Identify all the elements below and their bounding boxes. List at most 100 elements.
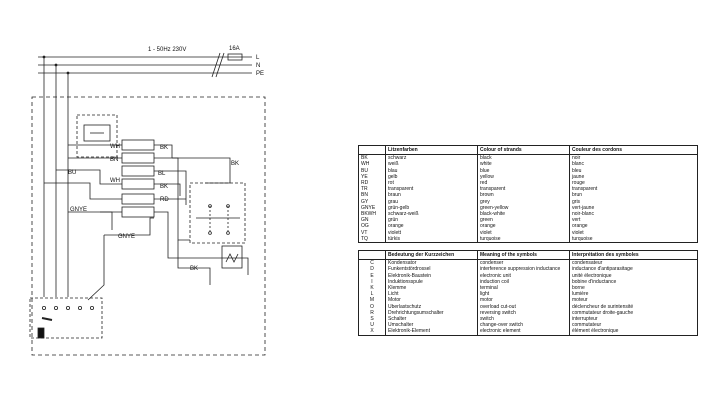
- text-cell: commutateur droite-gauche: [572, 309, 634, 316]
- switch-block: [76, 114, 118, 158]
- text-cell: black-white: [477, 211, 570, 218]
- text-cell: transparent: [572, 186, 598, 193]
- text-cell: turquoise: [572, 235, 593, 242]
- terminal-row: [121, 178, 155, 190]
- fuse-label: 16A: [229, 46, 240, 52]
- overload-component: [221, 245, 243, 269]
- text-cell: Kondensator: [385, 259, 478, 267]
- text-cell: vert: [572, 217, 581, 224]
- text-cell: light: [477, 291, 570, 298]
- text-cell: switch: [477, 316, 570, 323]
- code-cell: GN: [358, 217, 386, 224]
- code-cell: I: [358, 278, 386, 286]
- text-cell: electronic element: [477, 328, 570, 336]
- text-cell: borne: [572, 285, 585, 292]
- switch-inner: [83, 124, 111, 142]
- code-cell: K: [358, 285, 386, 292]
- text-cell: terminal: [477, 285, 570, 292]
- text-cell: grün-gelb: [385, 204, 478, 212]
- wire-label: GNYE: [118, 234, 135, 240]
- text-cell: transparent: [385, 186, 478, 193]
- column-header: Couleur des cordons: [569, 145, 698, 156]
- code-cell: E: [358, 272, 386, 279]
- text-cell: blanc: [572, 161, 584, 168]
- code-cell: TR: [358, 186, 386, 193]
- text-cell: braun: [385, 192, 478, 199]
- text-cell: Überlastschutz: [385, 303, 478, 310]
- text-cell: electronic unit: [477, 272, 570, 279]
- wire-label: WH: [110, 178, 120, 184]
- text-cell: Umschalter: [385, 322, 478, 329]
- text-cell: schwarz: [385, 154, 478, 162]
- text-cell: condensateur: [572, 260, 603, 267]
- wire-label: BU: [68, 170, 76, 176]
- text-cell: déclencheur de surintensité: [572, 303, 634, 310]
- text-cell: commutateur: [572, 322, 602, 329]
- text-cell: turquoise: [477, 235, 570, 243]
- code-cell: U: [358, 322, 386, 329]
- text-cell: overload cut-out: [477, 303, 570, 310]
- supply-label: 1 - 50Hz 230V: [148, 47, 186, 53]
- enclosure-outline: [31, 96, 266, 356]
- wire-label: RD: [160, 197, 169, 203]
- column-header: Interprétation des symboles: [569, 250, 698, 261]
- text-cell: vert-jaune: [572, 204, 595, 211]
- text-cell: gelb: [385, 173, 478, 181]
- text-cell: Induktionsspule: [385, 278, 478, 286]
- text-cell: green-yellow: [477, 204, 570, 212]
- code-cell: R: [358, 309, 386, 317]
- text-cell: green: [477, 217, 570, 224]
- terminal-row: [121, 165, 155, 177]
- text-cell: inductance d'antiparasitage: [572, 266, 633, 273]
- code-cell: BK: [358, 154, 386, 162]
- column-header: Meaning of the symbols: [477, 250, 570, 261]
- fuse-symbol: [227, 53, 243, 61]
- text-cell: white: [477, 161, 570, 168]
- code-cell: GY: [358, 198, 386, 205]
- code-cell: M: [358, 297, 386, 304]
- capacitor-symbol: [37, 327, 45, 339]
- code-cell: TQ: [358, 235, 386, 243]
- text-cell: orange: [572, 223, 588, 230]
- text-cell: lumière: [572, 291, 589, 298]
- wire-label: BK: [160, 145, 168, 151]
- terminal-row: [121, 206, 155, 218]
- text-cell: yellow: [477, 173, 570, 181]
- legend-tables: Litzenfarben Colour of strands Couleur d…: [358, 145, 698, 336]
- motor-terminal-box: [29, 297, 103, 339]
- code-cell: X: [358, 328, 386, 336]
- code-cell: BKWH: [358, 211, 386, 218]
- text-cell: reversing switch: [477, 309, 570, 317]
- symbols-table: Bedeutung der Kurzzeichen Meaning of the…: [358, 250, 698, 336]
- code-cell: S: [358, 316, 386, 323]
- text-cell: noir: [572, 155, 581, 162]
- text-cell: schwarz-weiß: [385, 211, 478, 218]
- text-cell: black: [477, 154, 570, 162]
- column-header: Bedeutung der Kurzzeichen: [385, 250, 478, 261]
- code-cell: RD: [358, 180, 386, 187]
- code-cell: GNYE: [358, 204, 386, 212]
- code-cell: D: [358, 266, 386, 273]
- text-cell: transparent: [477, 186, 570, 193]
- code-cell: BU: [358, 167, 386, 174]
- text-cell: Elektronik-Element: [385, 328, 478, 336]
- text-cell: brun: [572, 192, 583, 199]
- line-L-label: L: [256, 55, 260, 61]
- wire-label: BK: [160, 184, 168, 190]
